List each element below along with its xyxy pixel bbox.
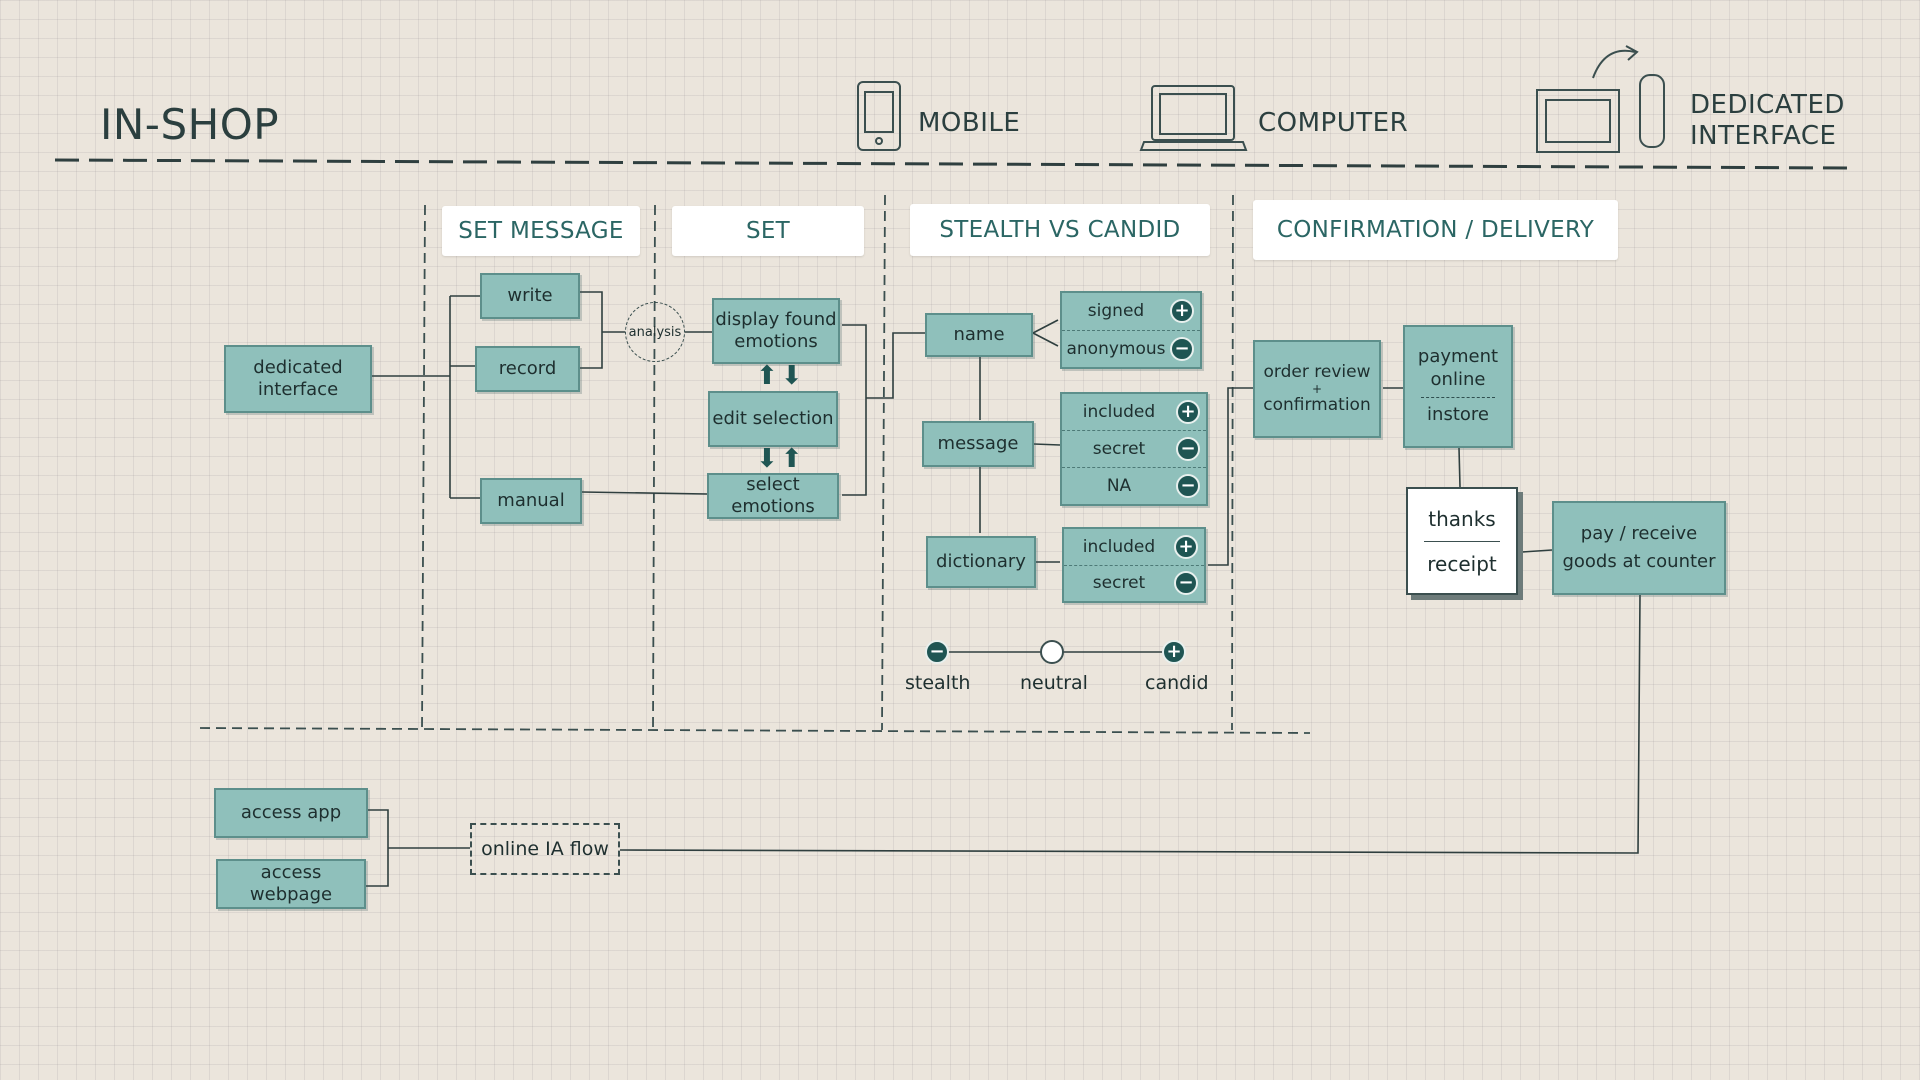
option-signed[interactable]: signed + (1062, 293, 1200, 330)
device-label-computer: COMPUTER (1258, 108, 1409, 138)
order-review-line1: order review (1263, 361, 1371, 382)
display-found-emotions-line2: emotions (734, 331, 818, 352)
arrow-down-icon: ⬇ (756, 444, 778, 474)
pay-receive-line2: goods at counter (1562, 551, 1716, 572)
minus-icon: − (1176, 474, 1200, 498)
message-box[interactable]: message (922, 421, 1034, 467)
analysis-node: analysis (625, 302, 685, 362)
thanks-label: thanks (1428, 506, 1496, 531)
order-review-box[interactable]: order review + confirmation (1253, 340, 1381, 438)
dictionary-options: included + secret − (1062, 527, 1206, 603)
option-label: signed (1087, 301, 1145, 322)
option-label: included (1082, 402, 1156, 422)
edit-selection-box[interactable]: edit selection (708, 391, 838, 447)
option-included[interactable]: included + (1064, 529, 1204, 565)
stage-stealth-vs-candid: STEALTH VS CANDID (910, 204, 1210, 256)
name-options: signed + anonymous − (1060, 291, 1202, 369)
receipt-divider (1424, 540, 1500, 542)
arrow-down-icon: ⬇ (780, 361, 803, 391)
pay-receive-line1: pay / receive (1580, 522, 1698, 544)
swap-arrows-icon-2: ⬇⬆ (756, 444, 803, 474)
option-label: included (1082, 536, 1156, 557)
option-label: anonymous (1066, 338, 1166, 359)
display-found-emotions-line1: display found (715, 308, 837, 330)
receipt-label: receipt (1427, 551, 1497, 576)
scale-label-candid: candid (1145, 672, 1209, 694)
candid-plus-icon[interactable]: + (1162, 640, 1186, 664)
thanks-receipt-doc[interactable]: thanks receipt (1406, 487, 1518, 595)
computer-icon (1139, 85, 1248, 151)
plus-icon: + (1176, 400, 1200, 424)
dictionary-box[interactable]: dictionary (926, 536, 1036, 588)
stealth-minus-icon[interactable]: − (925, 640, 949, 664)
dedicated-interface-line2: interface (257, 379, 339, 400)
access-app-box[interactable]: access app (214, 788, 368, 838)
header-divider (54, 158, 1856, 170)
option-label: secret (1092, 573, 1146, 594)
option-secret[interactable]: secret − (1062, 430, 1206, 467)
option-label: secret (1092, 439, 1146, 459)
online-ia-flow-box[interactable]: online IA flow (470, 823, 620, 875)
device-label-dedicated-line1: DEDICATED (1690, 90, 1845, 120)
record-box[interactable]: record (475, 346, 580, 392)
option-anonymous[interactable]: anonymous − (1062, 329, 1200, 368)
write-box[interactable]: write (480, 273, 580, 319)
minus-icon: − (1170, 336, 1194, 361)
stage-set: SET (672, 206, 864, 256)
plus-icon: + (1174, 534, 1198, 559)
stage-set-message: SET MESSAGE (442, 206, 640, 256)
scale-label-stealth: stealth (905, 672, 971, 694)
swap-arrows-icon: ⬆⬇ (756, 361, 803, 391)
order-review-line2: confirmation (1263, 395, 1371, 415)
manual-box[interactable]: manual (480, 478, 582, 524)
payment-divider (1420, 397, 1496, 399)
mobile-icon (857, 81, 901, 151)
dedicated-interface-box[interactable]: dedicated interface (224, 345, 372, 413)
scale-label-neutral: neutral (1020, 672, 1088, 694)
payment-box[interactable]: payment online instore (1403, 325, 1513, 448)
payment-line1: payment (1417, 346, 1499, 368)
minus-icon: − (1176, 437, 1200, 461)
stage-confirmation-delivery: CONFIRMATION / DELIVERY (1253, 200, 1618, 260)
payment-line2: online (1430, 368, 1486, 390)
payment-instore: instore (1427, 404, 1489, 426)
option-secret[interactable]: secret − (1064, 564, 1204, 602)
plus-icon: + (1170, 299, 1194, 324)
display-found-emotions-box[interactable]: display found emotions (712, 298, 840, 364)
select-emotions-box[interactable]: select emotions (707, 473, 839, 519)
name-box[interactable]: name (925, 313, 1033, 357)
arrow-up-icon: ⬆ (780, 444, 803, 474)
minus-icon: − (1174, 571, 1198, 596)
dedicated-interface-line1: dedicated (253, 356, 343, 378)
access-webpage-box[interactable]: access webpage (216, 859, 366, 909)
dedicated-interface-icon (1536, 45, 1665, 153)
option-na[interactable]: NA − (1062, 467, 1206, 504)
device-label-mobile: MOBILE (918, 108, 1021, 138)
device-label-dedicated: DEDICATED INTERFACE (1690, 90, 1845, 152)
pay-receive-box[interactable]: pay / receive goods at counter (1552, 501, 1726, 595)
device-label-dedicated-line2: INTERFACE (1690, 121, 1837, 152)
page-title: IN-SHOP (100, 100, 280, 149)
neutral-circle-icon[interactable] (1040, 640, 1064, 664)
order-review-plus: + (1311, 382, 1323, 396)
message-options: included + secret − NA − (1060, 392, 1208, 506)
option-label: NA (1106, 476, 1132, 496)
option-included[interactable]: included + (1062, 394, 1206, 430)
arrow-up-icon: ⬆ (756, 361, 778, 391)
